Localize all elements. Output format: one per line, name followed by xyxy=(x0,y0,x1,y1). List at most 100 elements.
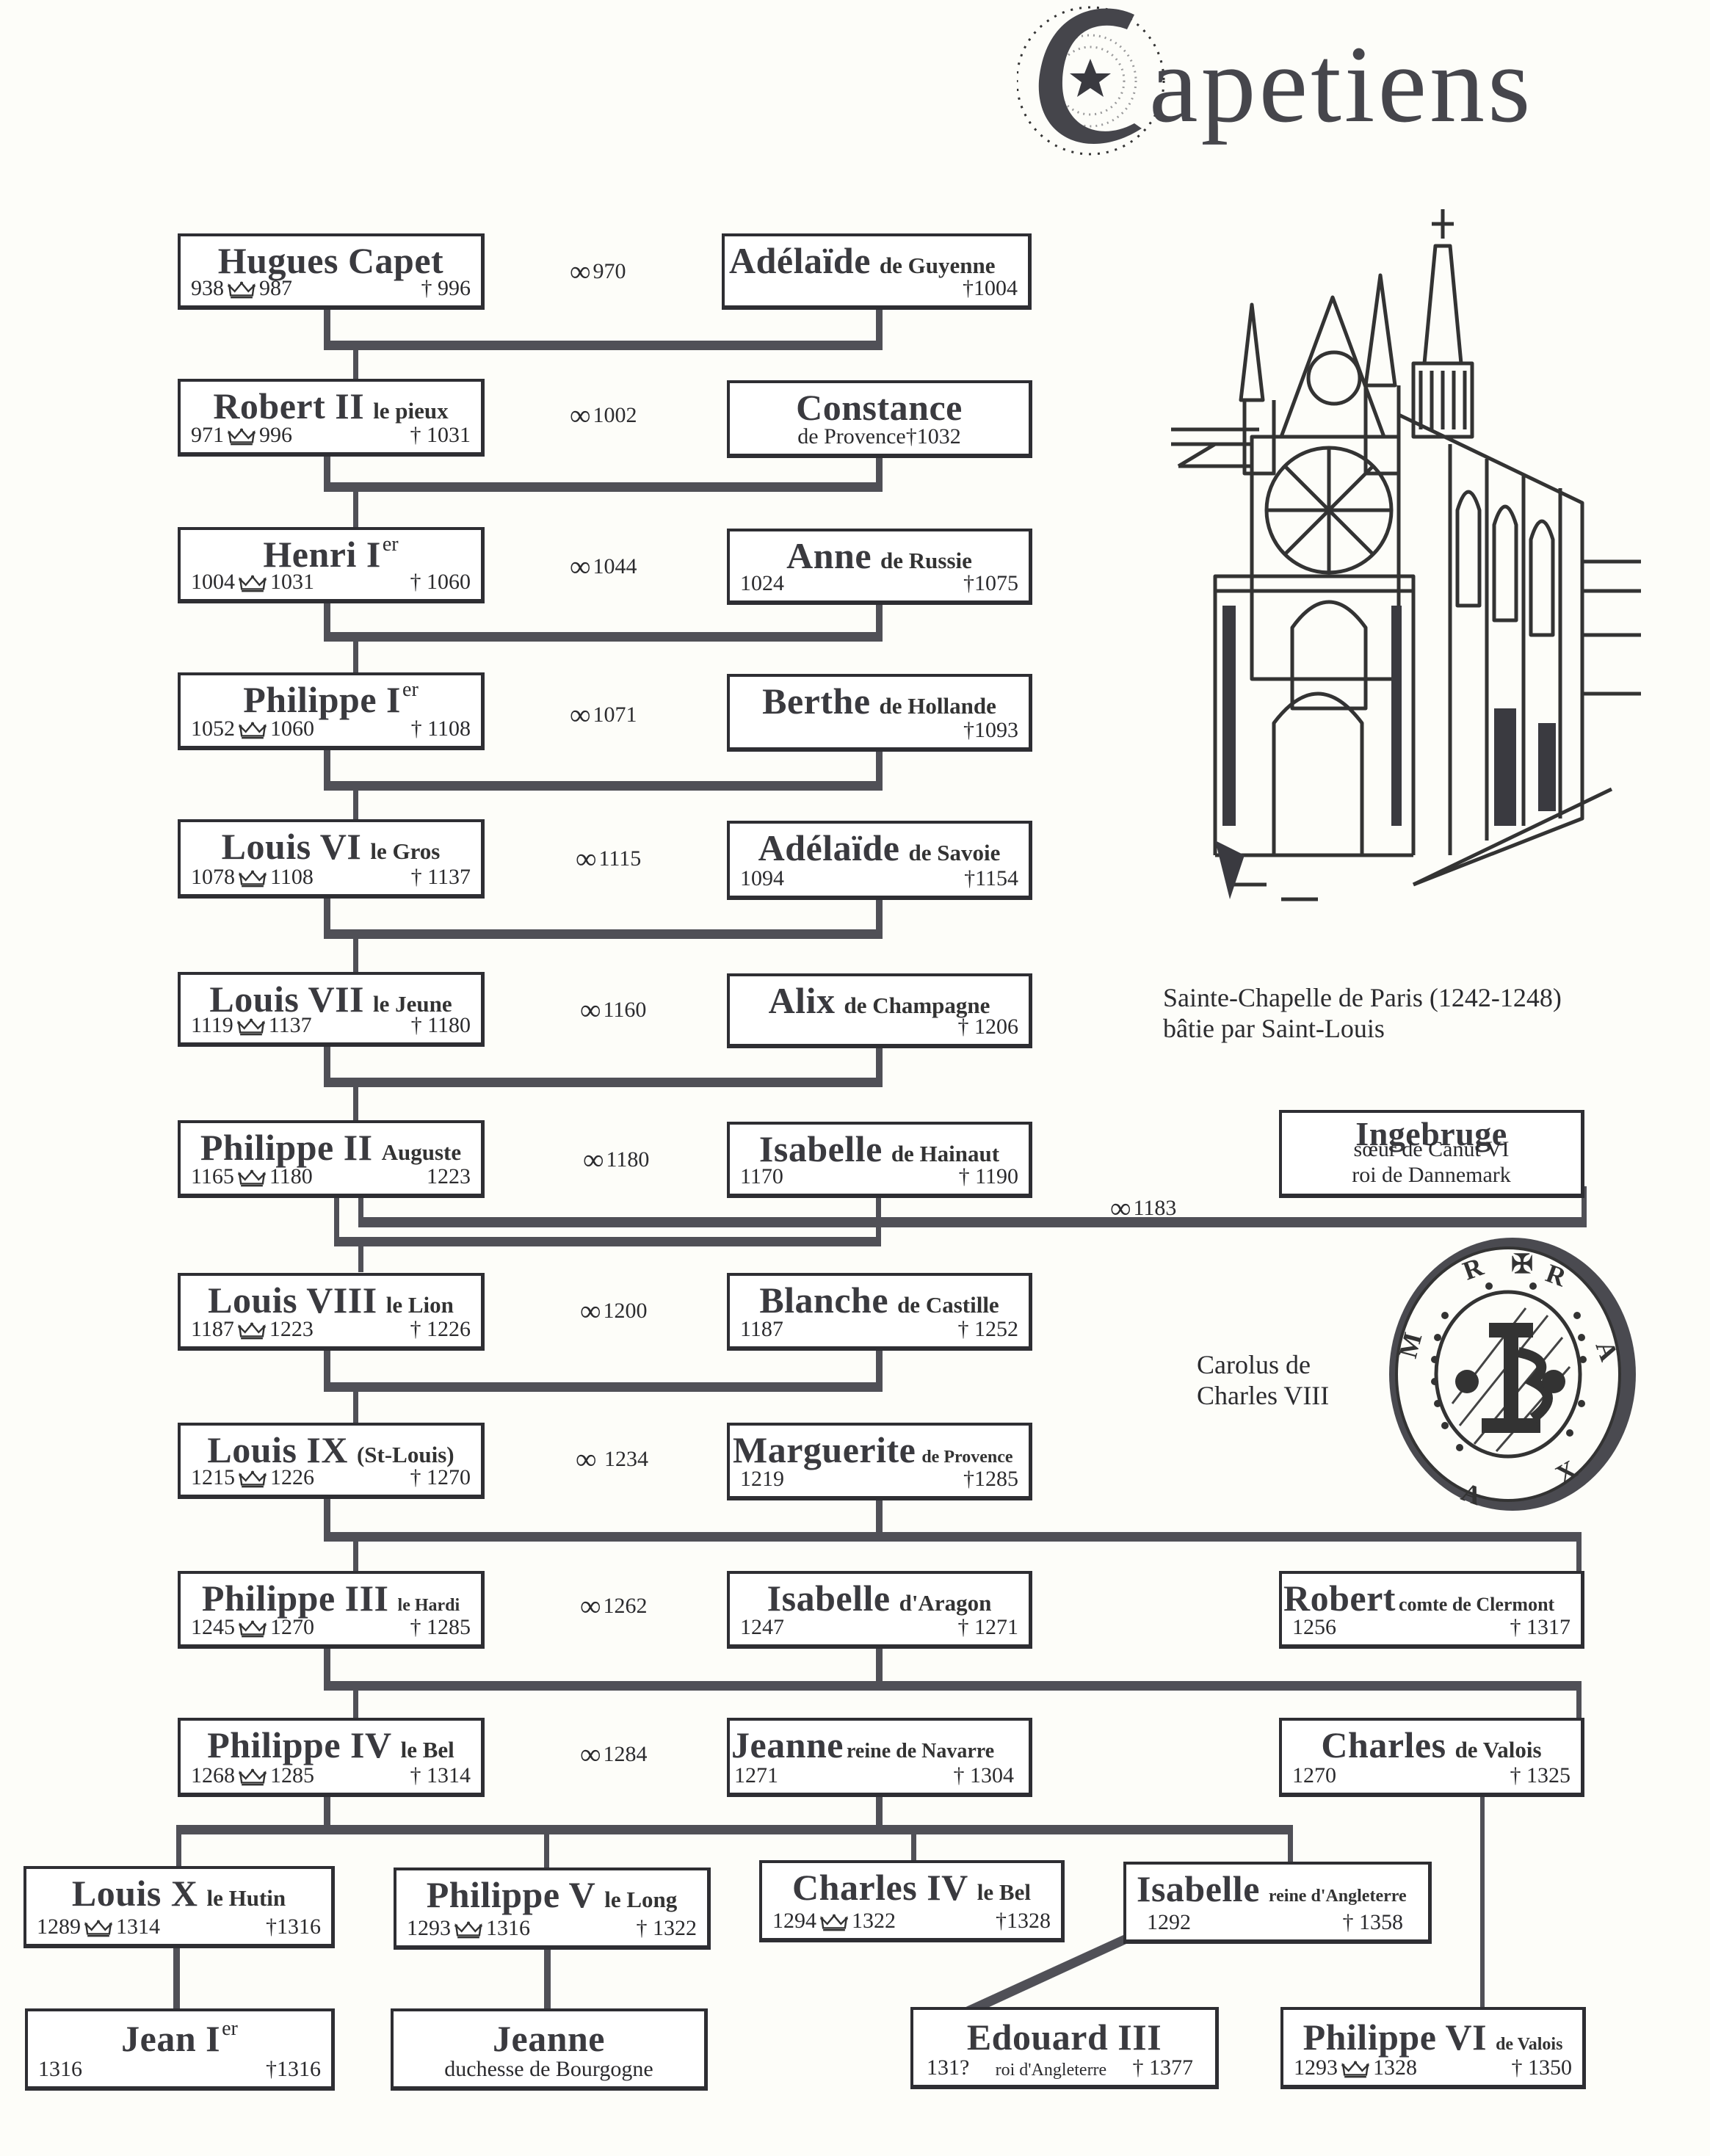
person-jeanne-duchesse-de-bourgogne[interactable]: Jeanne duchesse de Bourgogne xyxy=(391,2008,708,2091)
birth-year: 1165 xyxy=(191,1164,234,1188)
death-cross-icon: † xyxy=(957,1015,969,1039)
death-cross-icon: † xyxy=(636,1916,648,1940)
reign-year: 1328 xyxy=(1373,2055,1417,2080)
crown-icon xyxy=(236,721,269,740)
death-year: 1075 xyxy=(974,571,1018,595)
birth-year: 1170 xyxy=(740,1164,783,1188)
star-icon xyxy=(1070,59,1111,97)
crown-icon xyxy=(236,1169,268,1188)
person-epithet: le Lion xyxy=(385,1292,454,1318)
birth-year: 1292 xyxy=(1147,1910,1191,1934)
birth-year: 938 xyxy=(191,276,224,300)
death-cross-icon: † xyxy=(410,1615,421,1639)
death-cross-icon: † xyxy=(957,1317,969,1341)
marriage-icon: ∞ xyxy=(580,993,601,1026)
birth-year: 1024 xyxy=(740,571,784,595)
birth-year: 1215 xyxy=(191,1465,235,1489)
person-epithet: Auguste xyxy=(381,1139,462,1165)
coin-caption-line1: Carolus de xyxy=(1197,1350,1311,1379)
person-ingebruge[interactable]: Ingebruge sœur de Canut VI roi de Dannem… xyxy=(1279,1110,1584,1198)
death-cross-icon: † xyxy=(266,2057,277,2081)
death-cross-icon: † xyxy=(957,1615,969,1639)
birth-year: 131? xyxy=(927,2055,970,2080)
death-cross-icon: † xyxy=(421,276,432,300)
person-name: Philippe III xyxy=(201,1578,389,1619)
death-year: 1328 xyxy=(1007,1909,1051,1933)
person-epithet: reine de Navarre xyxy=(847,1740,995,1763)
person-name: Henri I xyxy=(263,534,381,575)
person-constance-de-provence[interactable]: Constance de Provence†1032 xyxy=(727,380,1032,458)
death-cross-icon: † xyxy=(410,865,422,889)
reign-year: 1322 xyxy=(852,1909,896,1933)
death-year: 1285 xyxy=(974,1467,1018,1491)
death-year: 1350 xyxy=(1528,2055,1572,2080)
death-year: 1271 xyxy=(974,1615,1018,1639)
birth-year: 1256 xyxy=(1292,1615,1336,1639)
person-name: Edouard III xyxy=(966,2017,1162,2058)
person-jean-i[interactable]: Jean Ier 1316†1316 xyxy=(25,2008,335,2091)
person-name: Adélaïde xyxy=(729,240,871,281)
birth-year: 1187 xyxy=(740,1317,783,1341)
person-name: Louis VIII xyxy=(208,1280,377,1321)
marriage-1180: ∞1180 xyxy=(583,1143,650,1176)
person-name: Jeanne xyxy=(493,2018,605,2059)
marriage-icon: ∞ xyxy=(570,399,591,432)
person-name: Louis IX xyxy=(207,1429,348,1470)
sainte-chapelle-drawing xyxy=(1171,209,1641,901)
marriage-icon: ∞ xyxy=(580,1738,601,1771)
person-epithet: de Russie xyxy=(880,548,972,573)
marriage-icon: ∞ xyxy=(583,1143,604,1176)
death-year: 1032 xyxy=(916,424,961,449)
crown-icon xyxy=(818,1913,850,1932)
person-name: Jean I xyxy=(121,2018,221,2059)
person-epithet: de Savoie xyxy=(908,840,1001,865)
reign-year: 1226 xyxy=(270,1465,314,1489)
person-edouard-iii[interactable]: Edouard III 131?roi d'Angleterre† 1377 xyxy=(910,2007,1219,2089)
birth-year: 1293 xyxy=(407,1916,451,1940)
marriage-1234: ∞ 1234 xyxy=(576,1442,649,1476)
person-epithet: le Long xyxy=(604,1887,678,1912)
birth-year: 1004 xyxy=(191,570,235,594)
person-name: Adélaïde xyxy=(758,827,900,868)
person-title: de Provence xyxy=(797,424,906,449)
death-cross-icon: † xyxy=(1511,2055,1523,2080)
person-name: Robert xyxy=(1283,1578,1396,1619)
person-name: Isabelle xyxy=(767,1578,891,1619)
person-epithet: de Hainaut xyxy=(891,1141,1000,1166)
person-name: Isabelle xyxy=(758,1128,883,1169)
reign-year: 1137 xyxy=(268,1013,312,1037)
crown-icon xyxy=(236,1619,269,1638)
birth-year: 1268 xyxy=(191,1763,235,1787)
crown-icon xyxy=(452,1920,485,1939)
person-name: Philippe II xyxy=(200,1127,373,1168)
person-epithet: de Provence xyxy=(921,1448,1013,1467)
